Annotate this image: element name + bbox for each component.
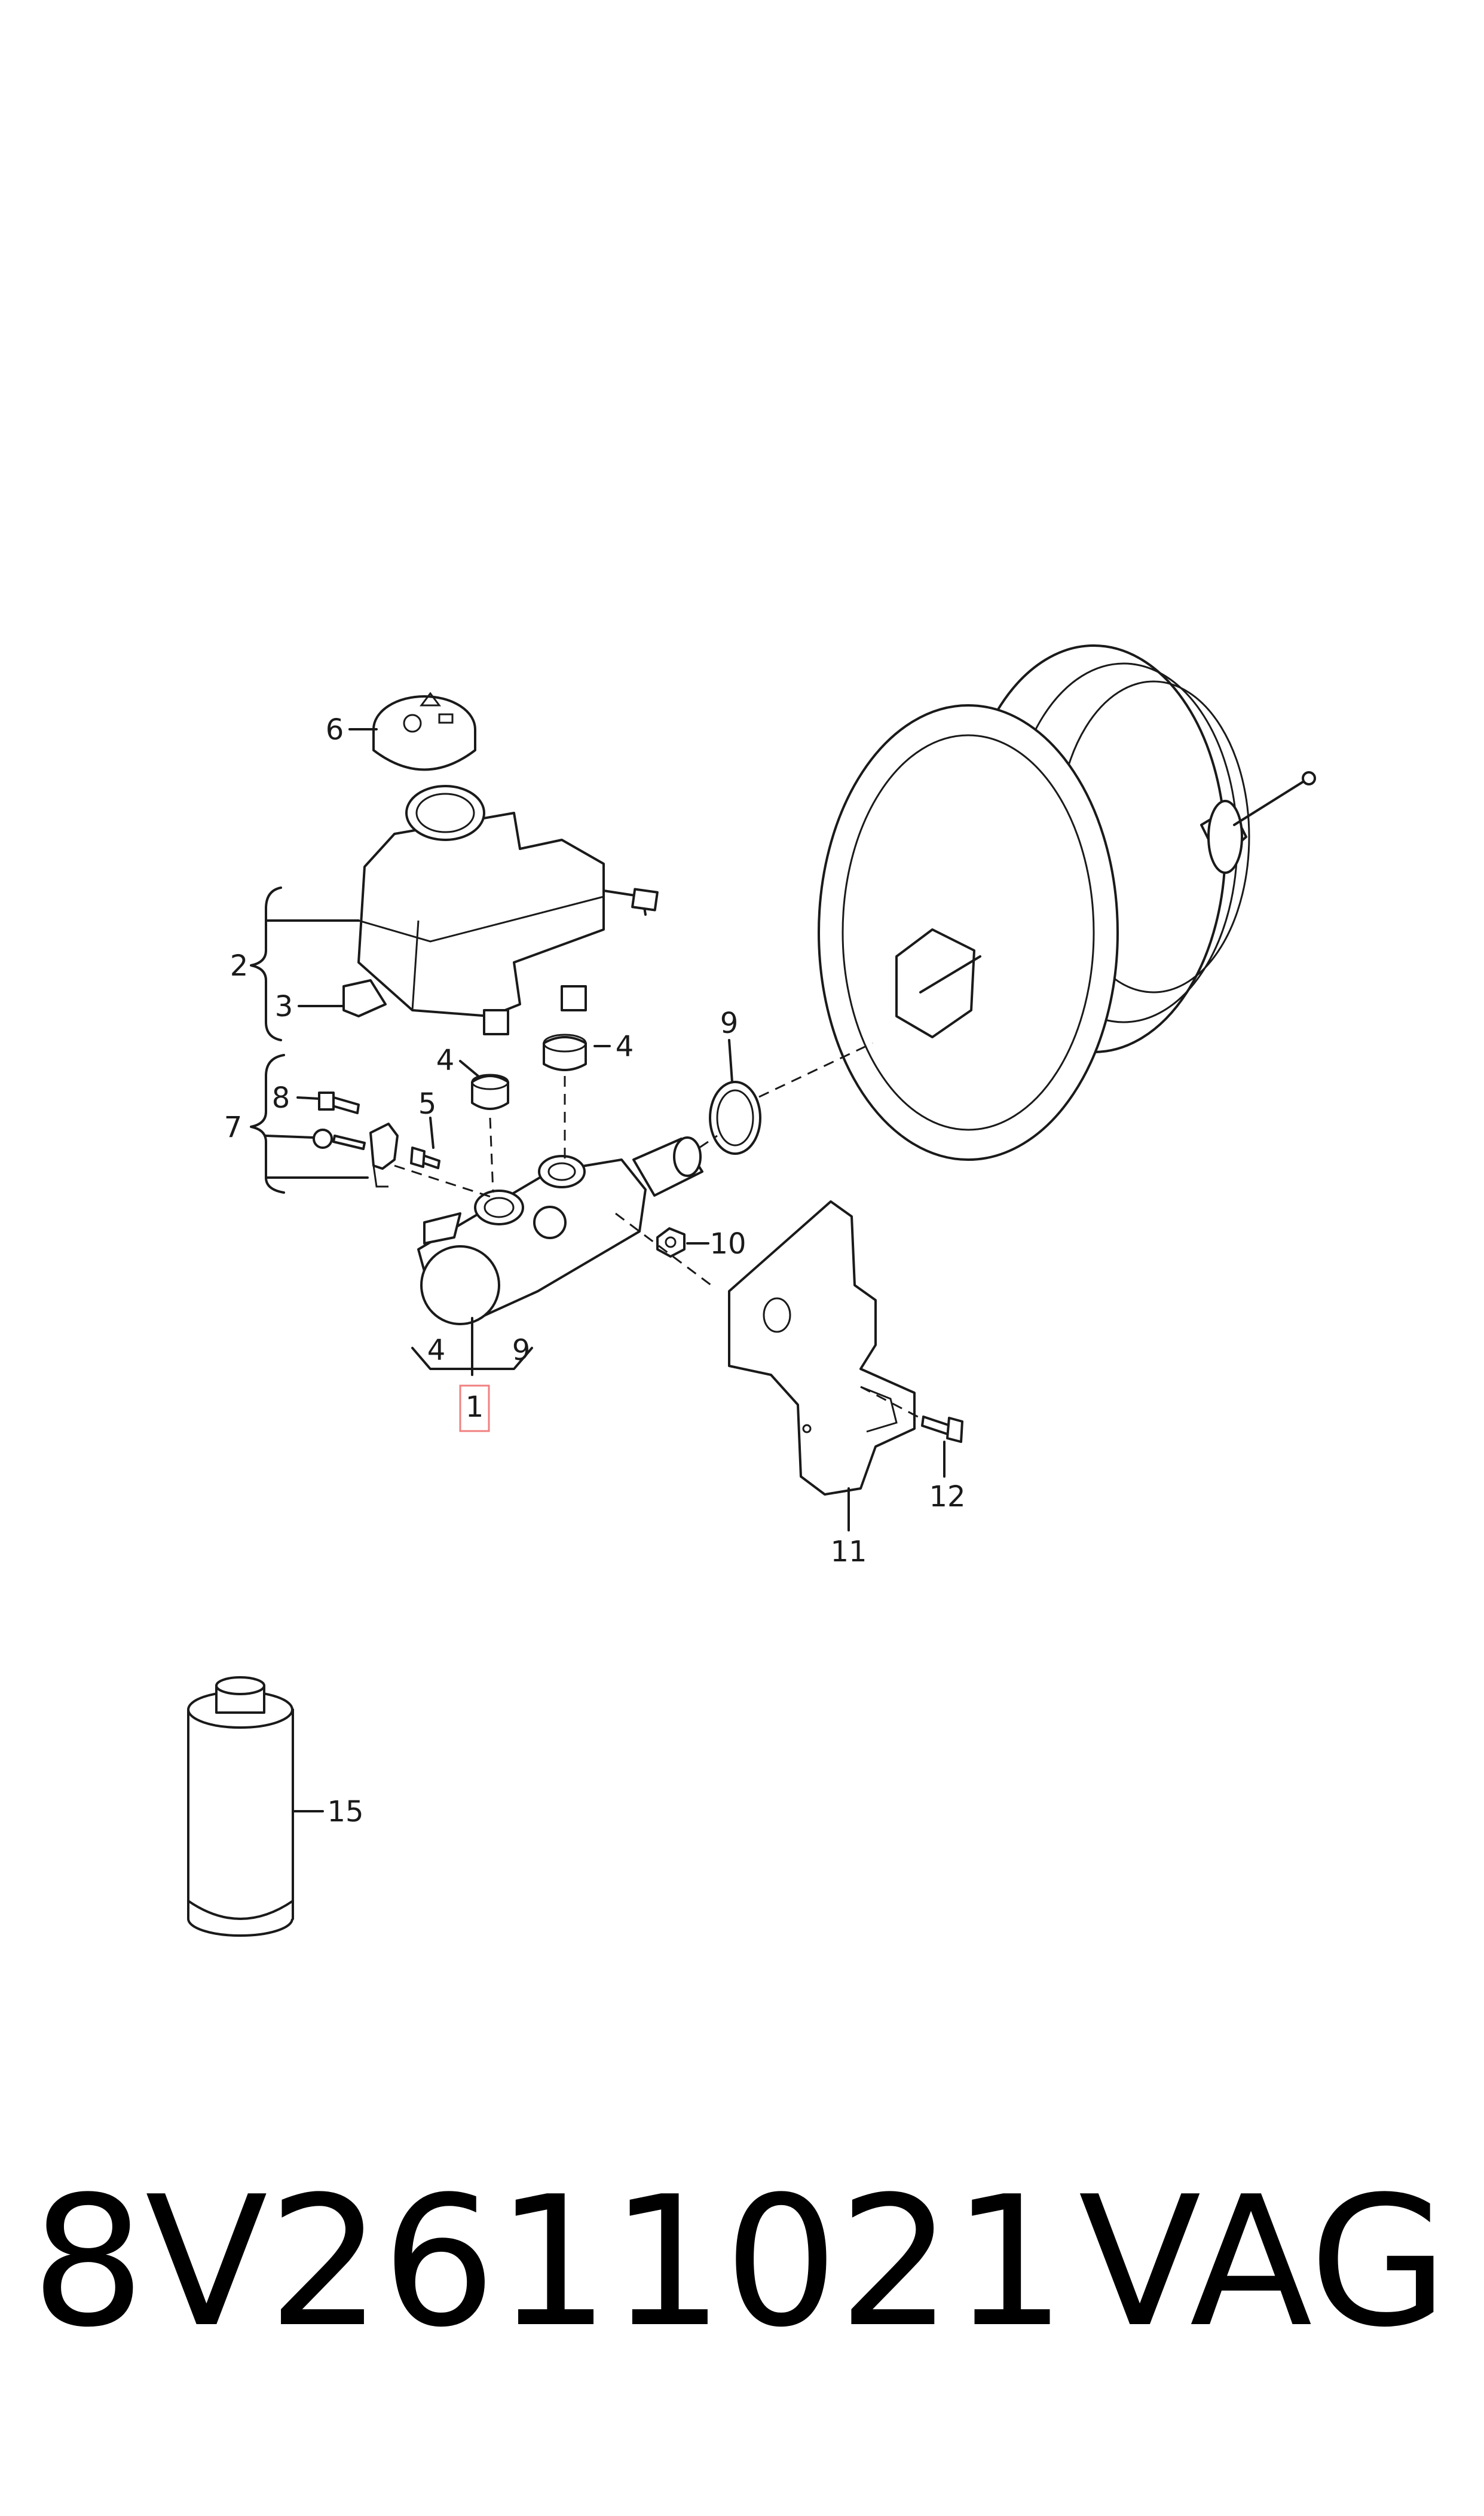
callout-3: 3 bbox=[275, 990, 293, 1023]
reservoir-cap bbox=[372, 692, 476, 771]
brake-master-cylinder bbox=[417, 1136, 703, 1325]
callout-12: 12 bbox=[929, 1480, 965, 1514]
callout-2: 2 bbox=[230, 949, 249, 983]
callout-15: 15 bbox=[327, 1795, 363, 1829]
brake-booster bbox=[818, 644, 1316, 1161]
highlight-box bbox=[459, 1384, 490, 1432]
callout-4-right: 4 bbox=[616, 1030, 634, 1063]
callout-1: 1 bbox=[466, 1390, 484, 1424]
callout-11: 11 bbox=[830, 1535, 867, 1569]
callout-9-bottom: 9 bbox=[512, 1334, 531, 1367]
callout-8: 8 bbox=[272, 1081, 290, 1115]
brake-fluid-reservoir bbox=[342, 785, 659, 1035]
callout-4-left: 4 bbox=[436, 1044, 455, 1077]
brake-fluid-bottle bbox=[187, 1676, 294, 1937]
bolts bbox=[313, 1092, 963, 1443]
callout-9-top: 9 bbox=[720, 1007, 739, 1040]
brand-name: VAG bbox=[1078, 2158, 1448, 2367]
callout-labels: 1 2 3 4 4 4 5 6 7 8 9 9 10 11 12 15 bbox=[224, 713, 966, 1829]
part-number: 8V2611021 bbox=[31, 2158, 1067, 2367]
seal-grommets bbox=[471, 1034, 587, 1110]
callout-6: 6 bbox=[326, 713, 344, 747]
callout-4-bottom: 4 bbox=[427, 1334, 446, 1367]
callout-7: 7 bbox=[224, 1111, 243, 1144]
leader-lines bbox=[250, 728, 946, 1812]
nut bbox=[656, 1227, 686, 1258]
gasket bbox=[709, 1081, 761, 1155]
bracket bbox=[728, 1200, 916, 1496]
brake-light-switch bbox=[369, 1123, 399, 1188]
callout-5: 5 bbox=[418, 1087, 437, 1121]
callout-10: 10 bbox=[709, 1227, 746, 1261]
